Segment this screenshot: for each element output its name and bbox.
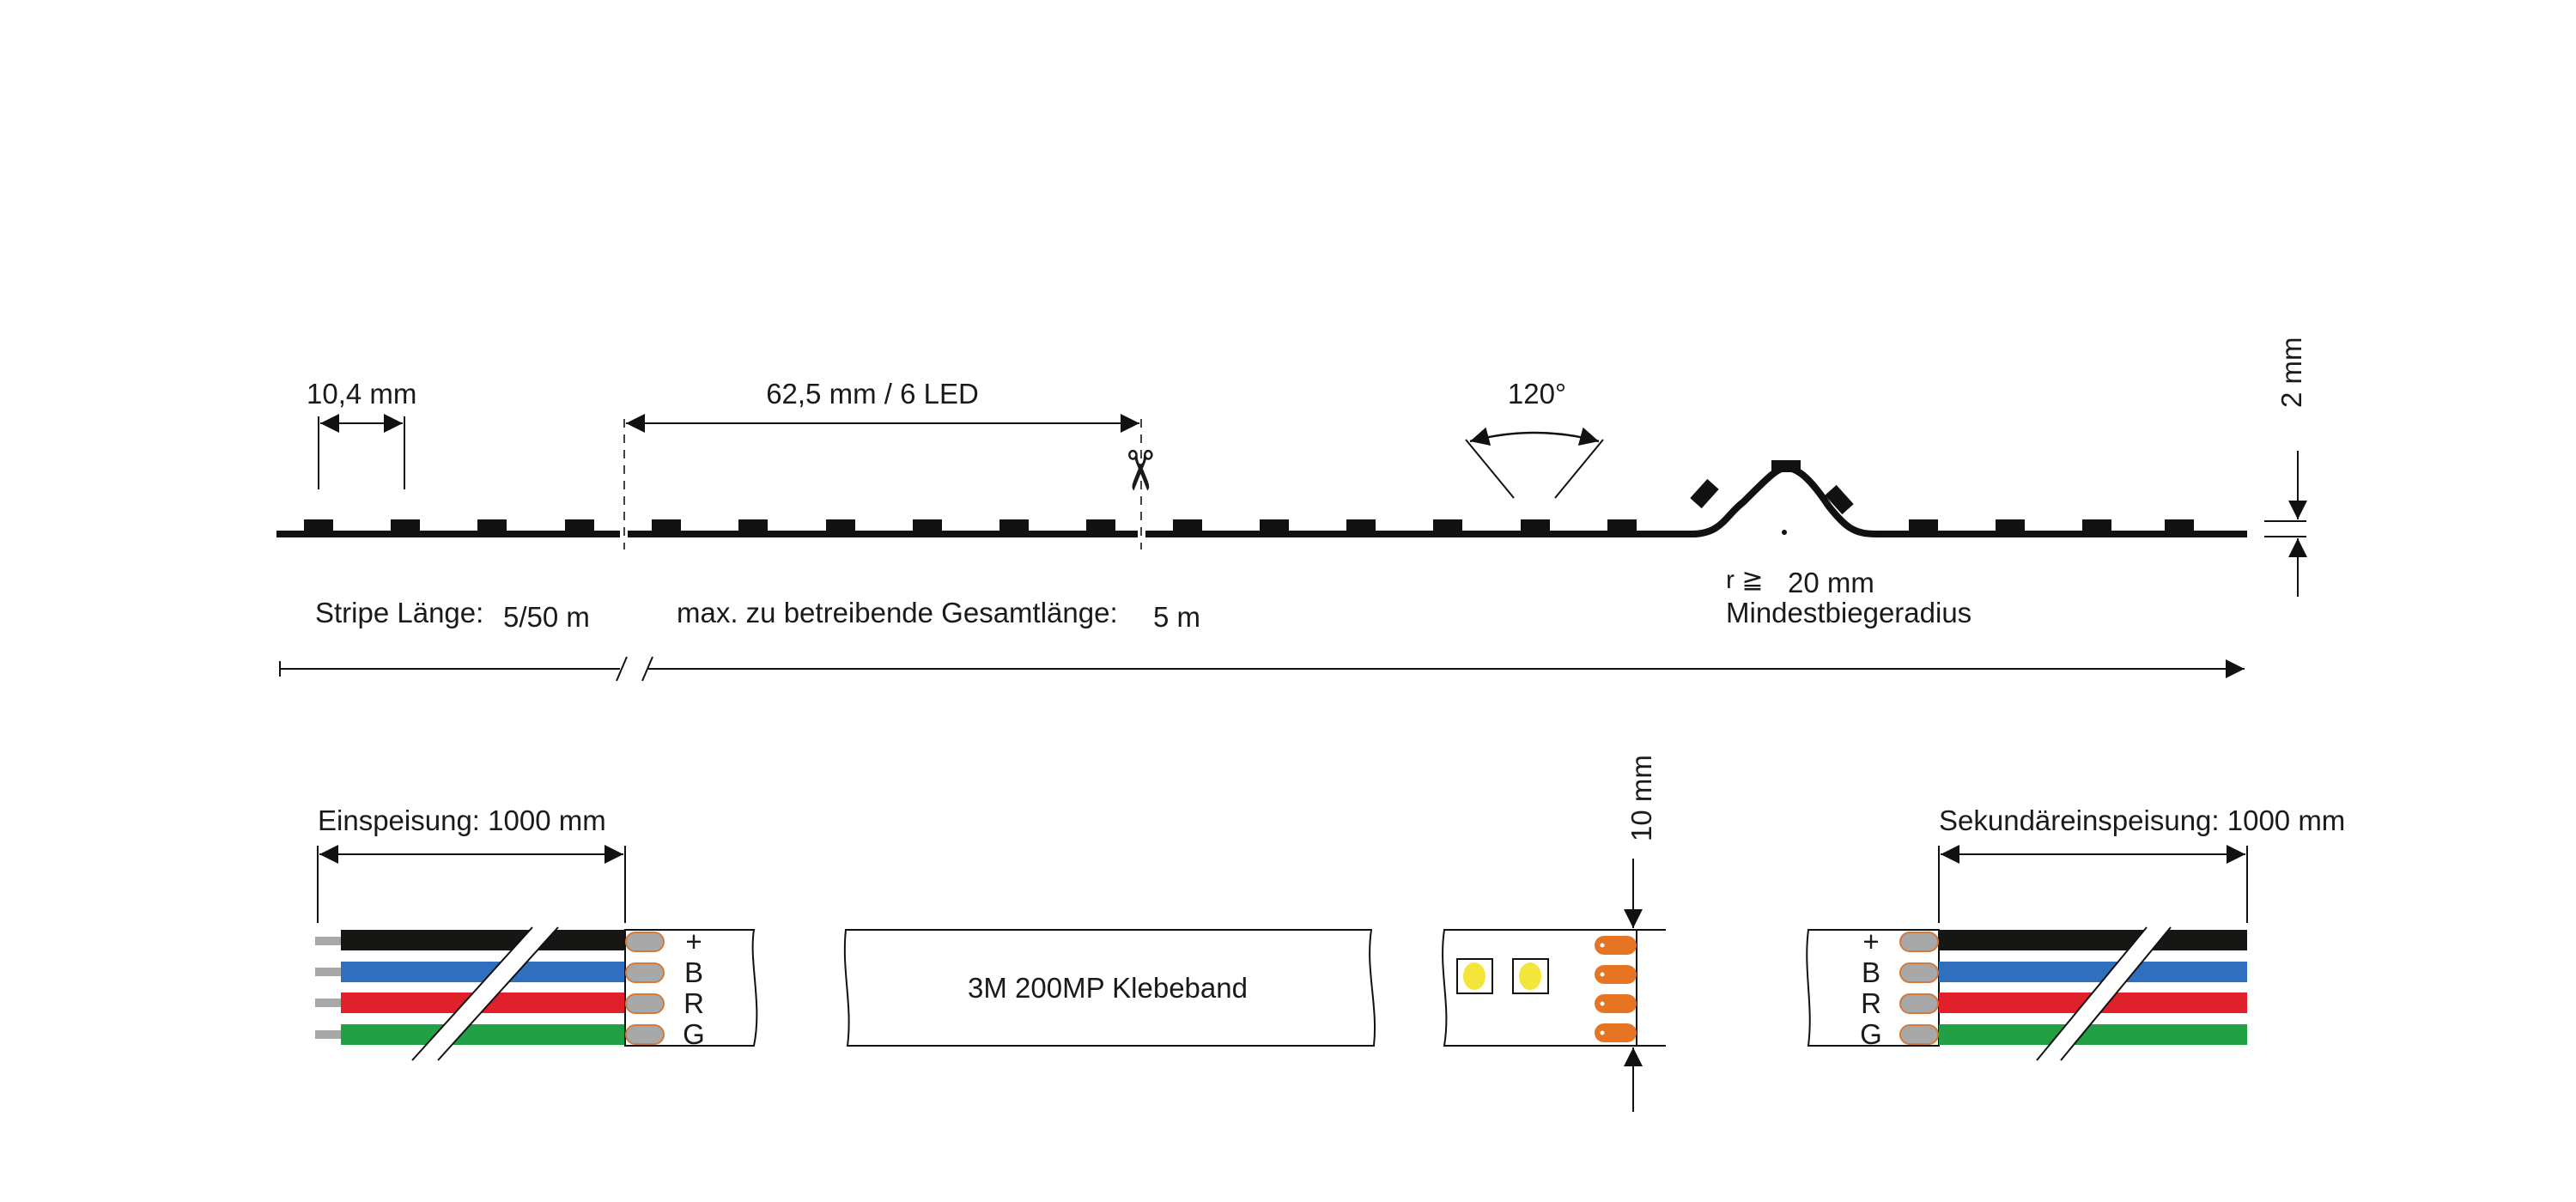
adhesive-tape-section: 3M 200MP Klebeband	[843, 929, 1376, 1047]
strip-side-view	[276, 419, 2247, 549]
pin-label-g: G	[683, 1018, 705, 1050]
pin-label-b: B	[1862, 956, 1880, 988]
wire-green	[341, 1024, 625, 1045]
led-chip	[1771, 460, 1801, 472]
led-pitch-label: 10,4 mm	[307, 378, 416, 410]
pin-label-g: G	[1860, 1018, 1882, 1050]
wire-plus	[341, 930, 625, 950]
scissors-icon: ✂	[1109, 447, 1170, 494]
led-pitch-dimension: 10,4 mm	[307, 378, 416, 489]
wire-green	[1939, 1024, 2247, 1045]
pin-label-plus: +	[685, 926, 702, 957]
right-feed-cable	[1939, 926, 2247, 1061]
width-dimension: 10 mm	[1624, 755, 1666, 1112]
wire-plus	[1939, 930, 2247, 950]
pin-label-r: R	[1861, 987, 1881, 1019]
pin-label-plus: +	[1862, 926, 1879, 957]
beam-angle-label: 120°	[1508, 378, 1566, 410]
stripe-length-value: 5/50 m	[503, 601, 590, 633]
beam-angle-dimension: 120°	[1465, 378, 1604, 499]
length-line	[279, 656, 2245, 682]
length-annotations: Stripe Länge: 5/50 m max. zu betreibende…	[315, 597, 1200, 633]
strip-segment	[1145, 531, 1695, 537]
cut-segment-label: 62,5 mm / 6 LED	[766, 378, 979, 410]
strip-segment	[628, 531, 1138, 537]
width-label: 10 mm	[1625, 755, 1657, 841]
strip-bend	[1691, 464, 2247, 537]
bend-center-dot	[1782, 530, 1787, 535]
strip-top-view	[1442, 929, 1637, 1047]
wire-blue	[341, 962, 625, 982]
left-strip-end: + B R G	[624, 926, 758, 1050]
bend-radius-value: 20 mm	[1788, 567, 1874, 598]
stripe-length-label: Stripe Länge:	[315, 597, 483, 628]
wire-blue	[1939, 962, 2247, 982]
feed-label: Einspeisung: 1000 mm	[318, 804, 606, 836]
feed-dimension: Einspeisung: 1000 mm	[317, 804, 626, 923]
strip-segment	[276, 531, 620, 537]
left-feed-cable	[315, 926, 625, 1061]
cut-segment-dimension: 62,5 mm / 6 LED	[626, 378, 1139, 433]
led-chip	[1825, 484, 1854, 515]
pin-label-b: B	[684, 956, 703, 988]
tape-label: 3M 200MP Klebeband	[968, 972, 1248, 1004]
secondary-feed-label: Sekundäreinspeisung: 1000 mm	[1939, 804, 2345, 836]
pin-label-r: R	[683, 987, 704, 1019]
bend-radius-annotation: r ≧ 20 mm Mindestbiegeradius	[1726, 566, 1971, 628]
led-chips	[304, 519, 2194, 532]
thickness-dimension: 2 mm	[2264, 337, 2307, 597]
thickness-label: 2 mm	[2275, 337, 2307, 409]
right-strip-end: + B R G	[1806, 926, 1940, 1050]
max-length-value: 5 m	[1153, 601, 1200, 633]
secondary-feed-dimension: Sekundäreinspeisung: 1000 mm	[1938, 804, 2345, 923]
led-chip	[1690, 478, 1719, 509]
max-length-label: max. zu betreibende Gesamtlänge:	[677, 597, 1118, 628]
bend-radius-symbol: r ≧	[1726, 566, 1763, 594]
bend-radius-caption: Mindestbiegeradius	[1726, 597, 1971, 628]
